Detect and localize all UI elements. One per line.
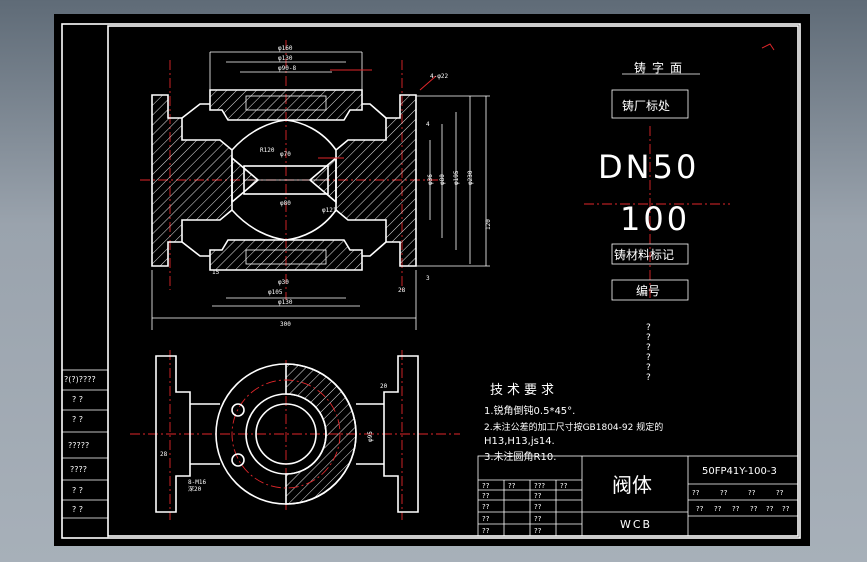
tb-small-8: ?? xyxy=(482,515,490,523)
tb-small-7: ?? xyxy=(534,503,542,511)
left-col-1: ? ? xyxy=(72,395,83,404)
dim-m16-depth: 深20 xyxy=(188,485,202,493)
dim-lower-20: 20 xyxy=(380,383,388,390)
tb-small-1: ?? xyxy=(508,482,516,490)
dim-d120: 120 xyxy=(485,219,492,230)
tb-small-2: ??? xyxy=(534,482,545,490)
dim-lower-28: 28 xyxy=(160,451,168,458)
dim-d4: 4 xyxy=(426,121,430,128)
left-col-6: ? ? xyxy=(72,505,83,514)
tech-req-item-1: 1.锐角倒钝0.5*45°. xyxy=(484,404,575,417)
tb-row2-2: ?? xyxy=(732,505,740,513)
dim-d36: φ36 xyxy=(427,174,434,185)
dim-d70: φ70 xyxy=(280,151,291,158)
unknown-char-3: ? xyxy=(646,353,651,363)
outer-frame xyxy=(61,23,801,539)
casting-label: 铸厂标处 xyxy=(622,98,670,113)
front-section-view xyxy=(140,40,440,300)
tb-small-5: ?? xyxy=(534,492,542,500)
tech-req-item-2: 2.未注公差的加工尺寸按GB1804-92 规定的 xyxy=(484,421,663,433)
corner-mark-icon xyxy=(761,43,775,51)
tb-row1-2: ?? xyxy=(748,489,756,497)
tb-small-9: ?? xyxy=(534,515,542,523)
dim-d80: φ80 xyxy=(280,200,291,207)
tb-row1-1: ?? xyxy=(720,489,728,497)
dim-d300: 300 xyxy=(280,321,291,328)
dim-d160: φ160 xyxy=(278,45,293,52)
front-dimensions xyxy=(151,51,490,330)
tb-row2-3: ?? xyxy=(750,505,758,513)
tech-req-heading: 技术要求 xyxy=(490,383,558,398)
casting-label-box xyxy=(611,89,689,119)
drawing-number: 50FP41Y-100-3 xyxy=(702,466,777,477)
left-col-4: ???? xyxy=(70,465,87,474)
dim-d28: 28 xyxy=(398,287,406,294)
lower-view xyxy=(130,350,460,520)
dim-d105: φ105 xyxy=(268,289,283,296)
number-label: 编号 xyxy=(636,283,660,298)
dim-d80s: φ80 xyxy=(439,174,446,185)
drawing-border xyxy=(107,25,799,537)
pressure-class: 100 xyxy=(620,200,690,238)
dim-4-22: 4-φ22 xyxy=(430,73,448,80)
tb-row2-1: ?? xyxy=(714,505,722,513)
left-col-3: ????? xyxy=(68,441,89,450)
material-mark-label: 铸材料标记 xyxy=(614,247,674,262)
tech-req-item-4: 3.未注圆角R10. xyxy=(484,450,556,463)
dim-r120: R120 xyxy=(260,147,275,154)
tb-small-3: ?? xyxy=(560,482,568,490)
title-block xyxy=(477,455,799,537)
dim-d121: φ121 xyxy=(322,207,337,214)
material-mark-box xyxy=(611,243,689,265)
dn-size: DN50 xyxy=(598,148,699,186)
dim-d95s: φ95 xyxy=(367,431,374,442)
unknown-char-4: ? xyxy=(646,363,651,373)
dim-d30: φ30 xyxy=(278,279,289,286)
tb-row1-0: ?? xyxy=(692,489,700,497)
unknown-char-1: ? xyxy=(646,333,651,343)
tb-small-6: ?? xyxy=(482,503,490,511)
tb-row2-4: ?? xyxy=(766,505,774,513)
dim-d130: φ130 xyxy=(278,55,293,62)
part-name: 阀体 xyxy=(612,473,652,497)
material: WCB xyxy=(620,518,652,531)
number-box xyxy=(611,279,689,301)
casting-face-title: 铸字面 xyxy=(634,60,688,75)
tech-req-item-3: H13,H13,js14. xyxy=(484,436,555,447)
tb-row1-3: ?? xyxy=(776,489,784,497)
dim-d3: 3 xyxy=(426,275,430,282)
tb-small-10: ?? xyxy=(482,527,490,535)
dim-d230: φ230 xyxy=(467,170,474,185)
tb-row2-0: ?? xyxy=(696,505,704,513)
left-col-0: ?(?)???? xyxy=(64,375,96,384)
left-col-2: ? ? xyxy=(72,415,83,424)
unknown-char-0: ? xyxy=(646,323,651,333)
unknown-char-2: ? xyxy=(646,343,651,353)
unknown-char-5: ? xyxy=(646,373,651,383)
tb-small-11: ?? xyxy=(534,527,542,535)
dim-d90: φ90-8 xyxy=(278,65,296,72)
dim-d195: φ195 xyxy=(453,170,460,185)
tb-row2-5: ?? xyxy=(782,505,790,513)
left-column-table xyxy=(61,369,109,539)
dim-m16: 8-M16 xyxy=(188,479,206,486)
dim-d15: 15 xyxy=(212,269,220,276)
tb-small-0: ?? xyxy=(482,482,490,490)
tb-small-4: ?? xyxy=(482,492,490,500)
dim-d130b: φ130 xyxy=(278,299,293,306)
left-col-5: ? ? xyxy=(72,486,83,495)
